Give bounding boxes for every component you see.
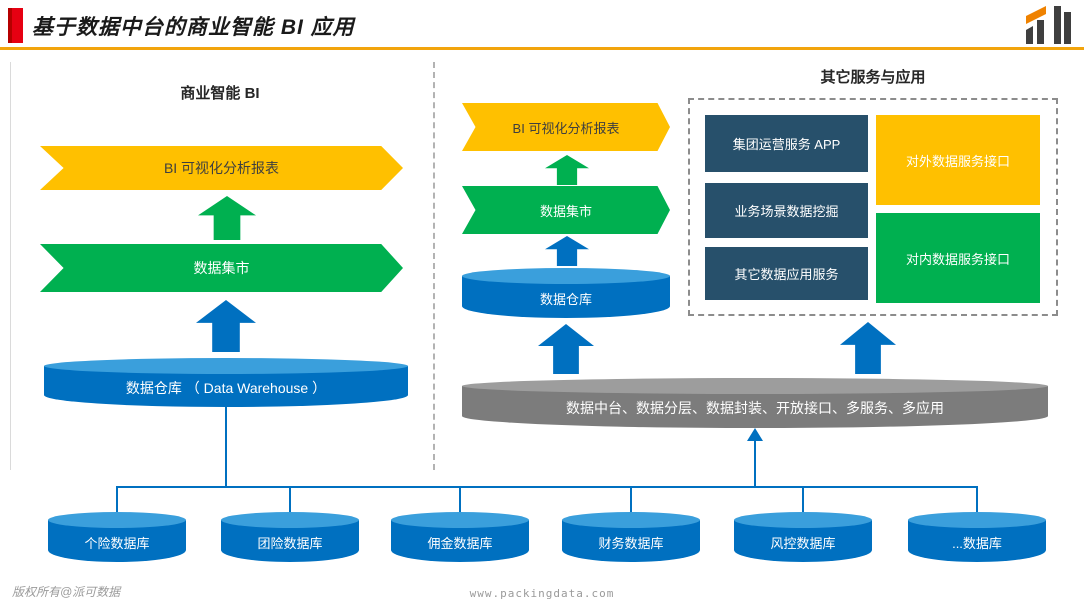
cylinder-top — [391, 512, 529, 528]
database-label: 个险数据库 — [84, 535, 150, 551]
footer-copyright: 版权所有@派可数据 — [12, 585, 121, 599]
database-label: 财务数据库 — [598, 535, 664, 551]
connector-line — [116, 486, 118, 514]
services-dashed-box — [688, 98, 1058, 316]
data-warehouse-label: 数据仓库 — [539, 291, 592, 307]
data-mart-banner: 数据集市 — [40, 244, 403, 292]
data-platform-label: 数据中台、数据分层、数据封装、开放接口、多服务、多应用 — [566, 400, 944, 416]
cylinder-top — [48, 512, 186, 528]
database-cylinder: 财务数据库 — [562, 512, 700, 562]
cylinder-top — [908, 512, 1046, 528]
data-warehouse-cylinder-small: 数据仓库 — [462, 268, 670, 318]
cylinder-top — [562, 512, 700, 528]
cylinder-top — [734, 512, 872, 528]
connector-line — [630, 486, 632, 514]
data-warehouse-label: 数据仓库 （ Data Warehouse ） — [125, 379, 327, 396]
up-arrow-blue-icon — [545, 236, 589, 266]
bi-report-banner-small: BI 可视化分析报表 — [462, 103, 670, 151]
bi-report-banner: BI 可视化分析报表 — [40, 146, 403, 190]
data-platform-cylinder: 数据中台、数据分层、数据封装、开放接口、多服务、多应用 — [462, 378, 1048, 428]
up-arrow-blue-icon — [840, 322, 896, 374]
cylinder-top — [462, 378, 1048, 394]
service-box-group-app: 集团运营服务 APP — [705, 115, 868, 172]
data-mart-banner-small: 数据集市 — [462, 186, 670, 234]
up-arrow-green-icon — [198, 196, 256, 240]
cylinder-top — [44, 358, 408, 374]
database-label: 风控数据库 — [770, 535, 836, 551]
database-cylinder: 佣金数据库 — [391, 512, 529, 562]
database-cylinder: 风控数据库 — [734, 512, 872, 562]
database-cylinder: 团险数据库 — [221, 512, 359, 562]
header-rule — [0, 47, 1084, 50]
connector-bus-line — [116, 486, 978, 488]
up-arrow-green-icon — [545, 155, 589, 185]
connector-line — [754, 441, 756, 487]
database-label: 佣金数据库 — [427, 535, 493, 551]
services-panel-heading: 其它服务与应用 — [820, 69, 926, 86]
database-cylinder: 个险数据库 — [48, 512, 186, 562]
up-arrow-blue-icon — [538, 324, 594, 374]
title-accent-bar — [8, 8, 23, 43]
page-title: 基于数据中台的商业智能 BI 应用 — [32, 16, 355, 39]
connector-line — [802, 486, 804, 514]
cylinder-top — [462, 268, 670, 284]
service-box-internal-api: 对内数据服务接口 — [876, 213, 1040, 303]
cylinder-top — [221, 512, 359, 528]
connector-line — [459, 486, 461, 514]
left-panel-heading: 商业智能 BI — [180, 85, 260, 102]
connector-line — [976, 486, 978, 514]
brand-logo-icon — [1026, 6, 1071, 44]
database-cylinder: ...数据库 — [908, 512, 1046, 562]
service-box-other-apps: 其它数据应用服务 — [705, 247, 868, 300]
up-arrow-blue-icon — [196, 300, 256, 352]
footer-website: www.packingdata.com — [469, 587, 615, 600]
connector-line — [289, 486, 291, 514]
service-box-external-api: 对外数据服务接口 — [876, 115, 1040, 205]
left-panel-border — [10, 62, 11, 470]
connector-arrowhead-icon — [747, 428, 763, 441]
data-warehouse-cylinder: 数据仓库 （ Data Warehouse ） — [44, 358, 408, 407]
panel-divider — [433, 62, 435, 470]
service-box-data-mining: 业务场景数据挖掘 — [705, 183, 868, 238]
database-label: 团险数据库 — [257, 535, 323, 551]
database-label: ...数据库 — [952, 535, 1002, 551]
connector-line — [225, 405, 227, 487]
